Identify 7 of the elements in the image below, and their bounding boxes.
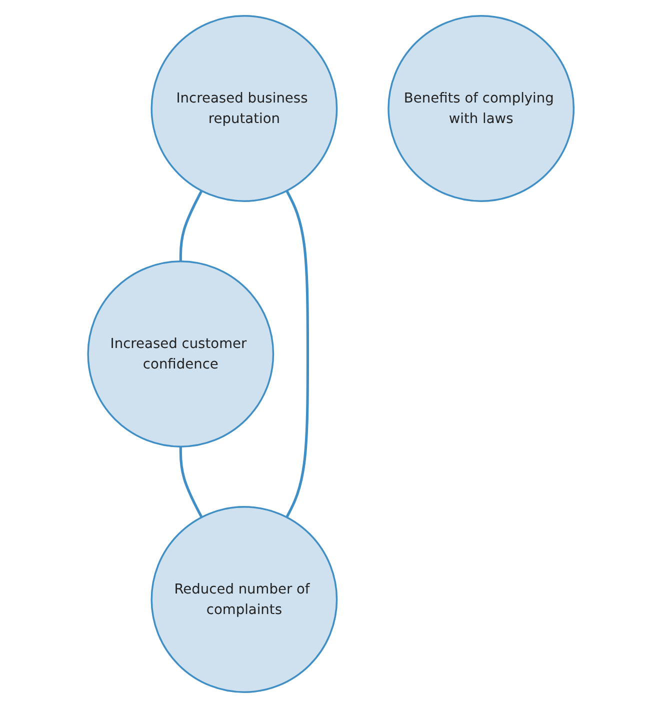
node-circle: Increased business reputation [150,15,338,202]
connector [285,190,309,518]
node-circle: Increased customer confidence [86,260,274,448]
node-circle: Reduced number of complaints [150,506,338,693]
connector [179,446,202,518]
node-circle: Benefits of complying with laws [387,15,574,202]
connector [179,190,202,262]
